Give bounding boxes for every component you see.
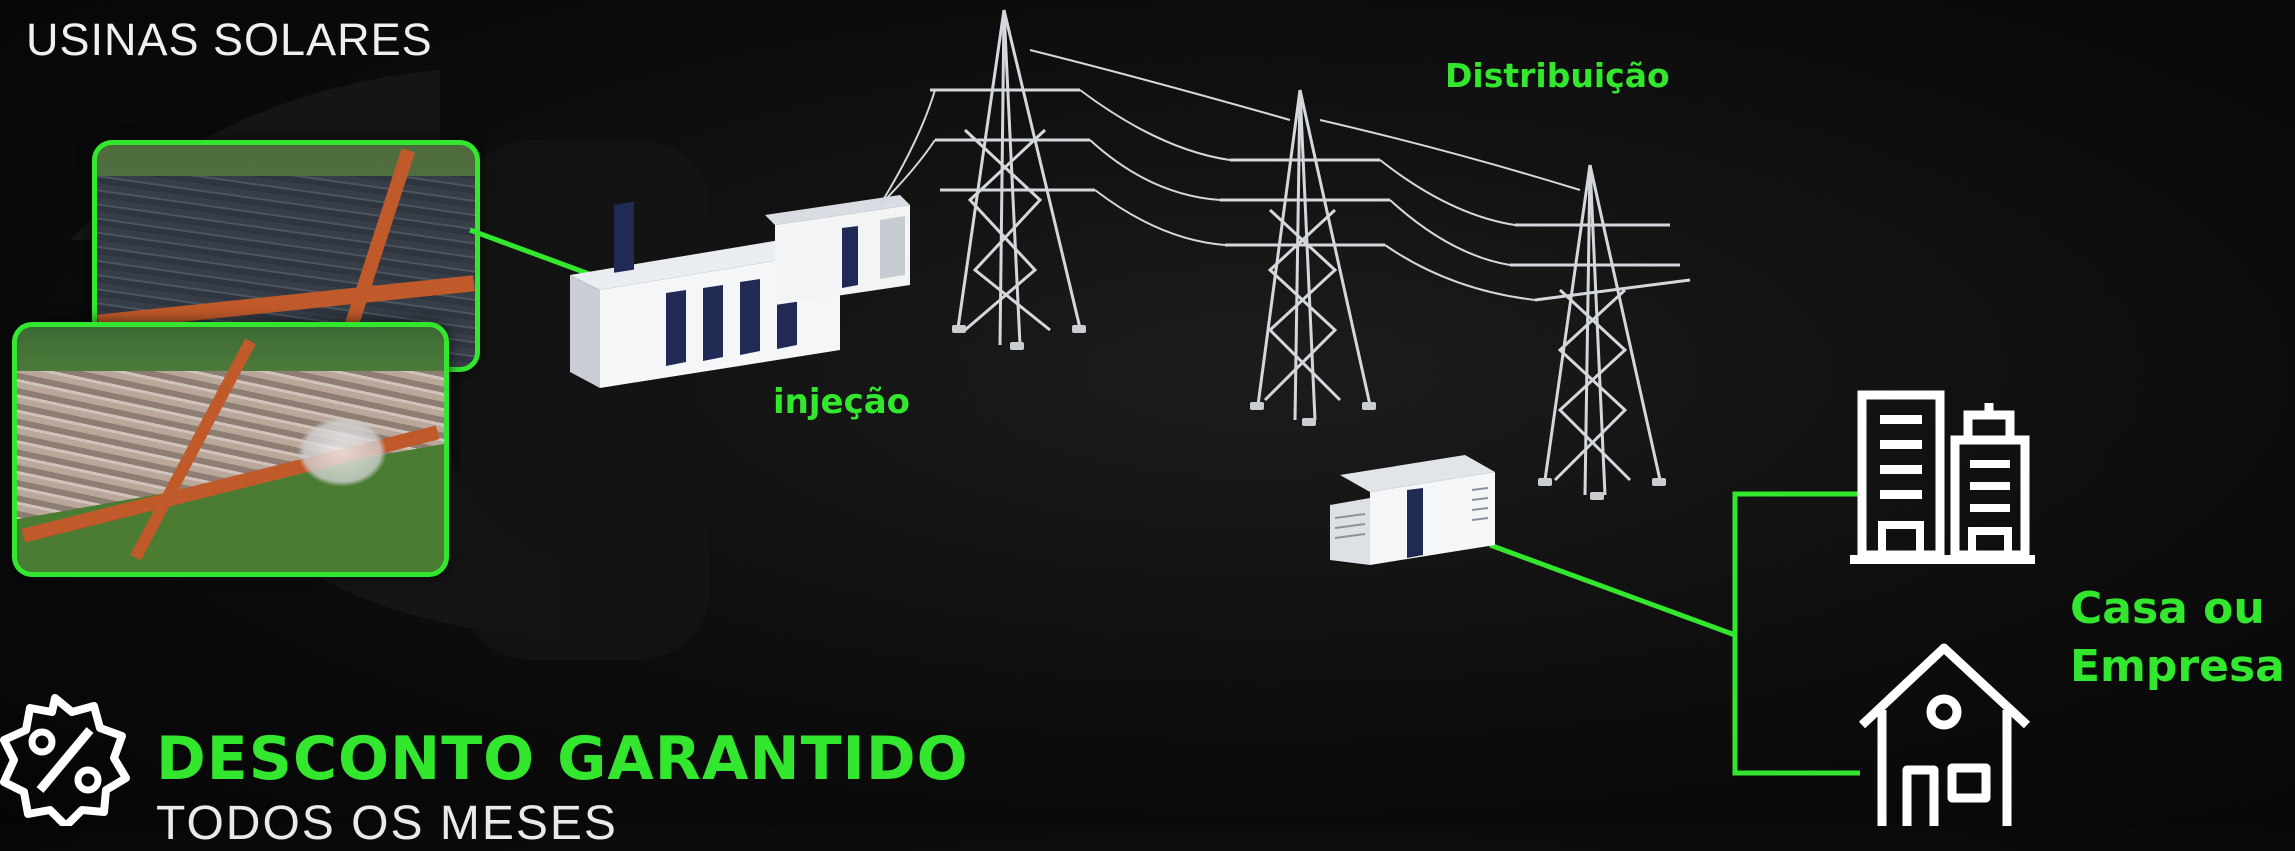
destination-label-line2: Empresa bbox=[2070, 641, 2285, 692]
tower-3 bbox=[1510, 164, 1691, 496]
energy-flow-diagram bbox=[469, 9, 1860, 776]
destination-label: Casa ou Empresa bbox=[2070, 580, 2285, 696]
tower-2 bbox=[1220, 89, 1390, 421]
page-title: USINAS SOLARES bbox=[26, 14, 433, 65]
inverter-cabinets bbox=[570, 195, 910, 388]
tower-footings bbox=[952, 325, 1666, 500]
promo-subtitle: TODOS OS MESES bbox=[156, 797, 618, 850]
percent-badge-icon bbox=[0, 694, 130, 826]
transformer-unit bbox=[1330, 455, 1495, 565]
transmission-towers bbox=[879, 9, 1691, 496]
promo-title: DESCONTO GARANTIDO bbox=[156, 724, 969, 794]
branch-connector bbox=[1732, 491, 1860, 776]
tower-1 bbox=[930, 9, 1095, 346]
house-icon bbox=[1858, 643, 2031, 826]
distribution-label: Distribuição bbox=[1445, 56, 1670, 95]
connector-line-distribution bbox=[1489, 542, 1736, 638]
connector-line-injection bbox=[469, 227, 601, 281]
injection-label: injeção bbox=[773, 382, 911, 422]
destination-label-line1: Casa ou bbox=[2070, 583, 2265, 634]
solar-farm-photo-2 bbox=[12, 322, 449, 577]
building-icon bbox=[1850, 390, 2035, 564]
